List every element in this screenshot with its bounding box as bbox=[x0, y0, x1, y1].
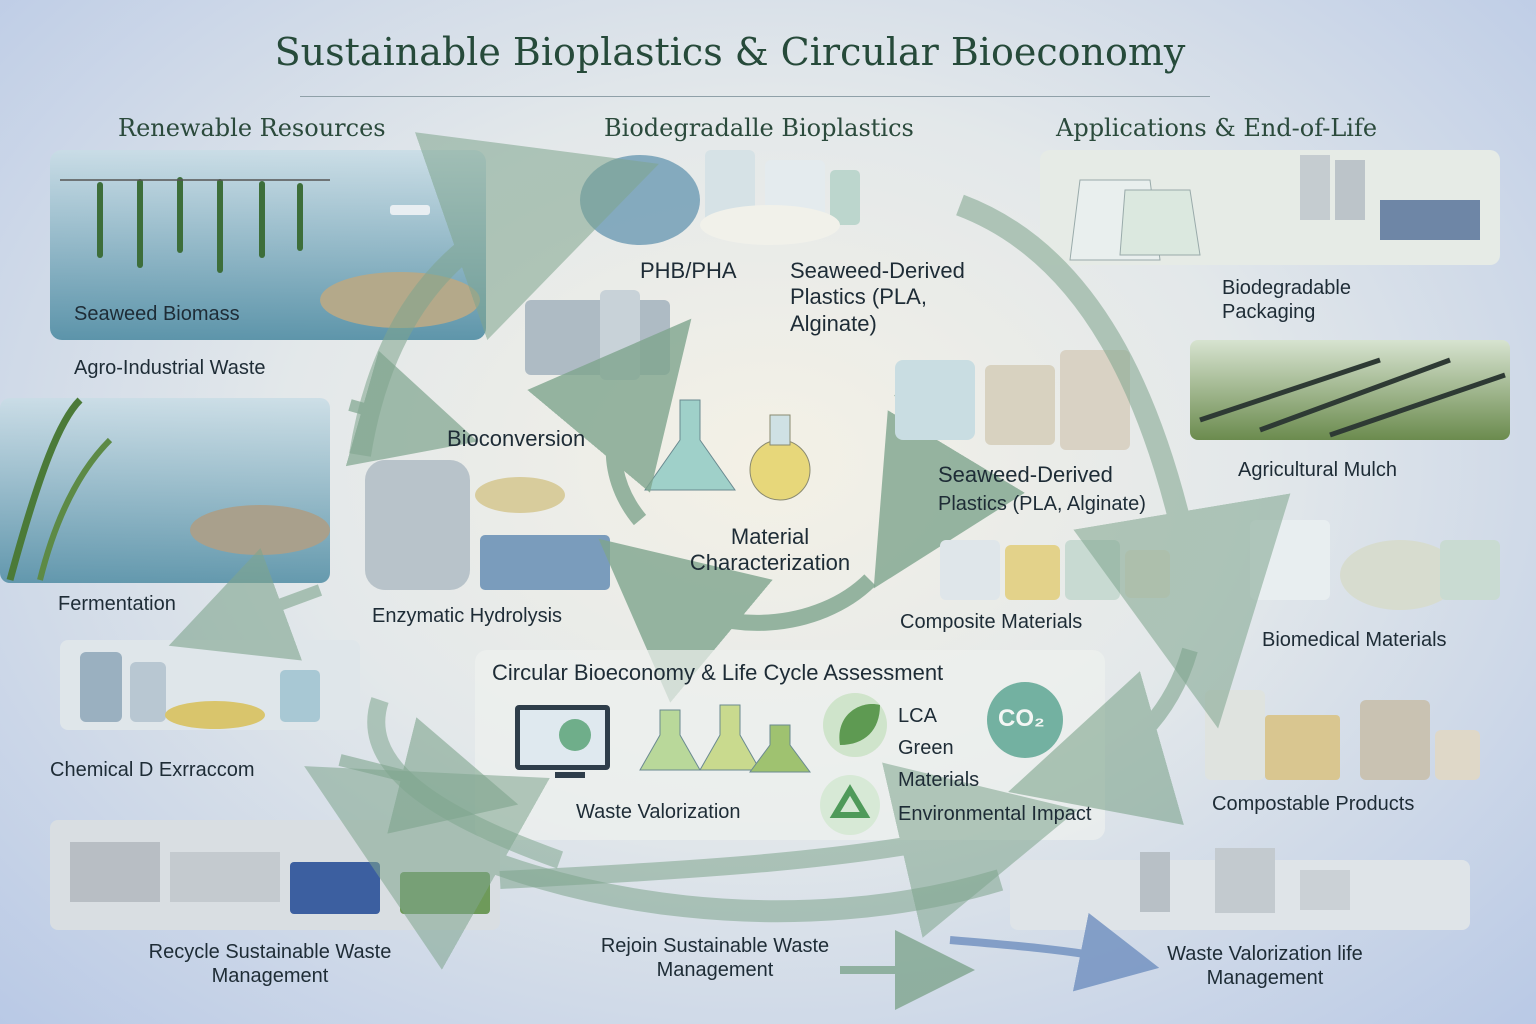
label-environmental-impact: Environmental Impact bbox=[898, 803, 1092, 825]
fermentation-lab-scene bbox=[60, 640, 360, 730]
label-seaweed-derived-plastics-top: Seaweed-Derived Plastics (PLA, Alginate) bbox=[790, 258, 965, 336]
label-recycle-waste-management: Recycle Sustainable Waste Management bbox=[148, 941, 392, 987]
composite-materials-scene bbox=[940, 540, 1170, 600]
co2-label: CO₂ bbox=[998, 705, 1045, 732]
packaging-bags-scene bbox=[1040, 150, 1500, 265]
label-enzymatic-hydrolysis: Enzymatic Hydrolysis bbox=[372, 605, 563, 627]
label-material-characterization: Material Characterization bbox=[689, 524, 851, 576]
label-biomedical-materials: Biomedical Materials bbox=[1262, 629, 1447, 651]
title-divider bbox=[300, 96, 1210, 97]
mulch-field-scene bbox=[1190, 340, 1510, 440]
label-compostable-products: Compostable Products bbox=[1212, 793, 1415, 815]
leaf-icon bbox=[823, 693, 887, 757]
label-seaweed-derived-mid: Seaweed-Derived bbox=[938, 462, 1113, 487]
label-waste-valorization-life-management: Waste Valorization life Management bbox=[1167, 943, 1363, 989]
lca-flasks-scene bbox=[639, 704, 811, 773]
header-applications: Applications & End-of-Life bbox=[1056, 114, 1378, 142]
label-bioconversion: Bioconversion bbox=[447, 426, 586, 451]
label-chemical-extraction: Chemical D Exrraccom bbox=[50, 759, 255, 781]
lab-equipment-scene bbox=[525, 290, 670, 380]
label-green: Green bbox=[898, 737, 954, 759]
label-materials: Materials bbox=[898, 769, 980, 791]
lca-panel-title: Circular Bioeconomy & Life Cycle Assessm… bbox=[492, 660, 944, 685]
reactor-scene bbox=[365, 460, 610, 590]
compostable-products-scene bbox=[1205, 690, 1480, 780]
label-rejoin-waste-management: Rejoin Sustainable Waste Management bbox=[600, 935, 830, 981]
page-title: Sustainable Bioplastics & Circular Bioec… bbox=[274, 30, 1186, 74]
label-seaweed-derived-mid-2: Plastics (PLA, Alginate) bbox=[938, 493, 1146, 515]
bioplastics-products-scene bbox=[580, 150, 860, 245]
packaging-containers-scene bbox=[895, 350, 1130, 450]
recycle-icon bbox=[820, 775, 880, 835]
monitor-icon bbox=[515, 705, 610, 778]
label-agro-industrial-waste: Agro-Industrial Waste bbox=[74, 357, 266, 379]
biomedical-scene bbox=[1250, 520, 1500, 610]
flask-icon bbox=[644, 399, 811, 501]
label-biodegradable-packaging: Biodegradable Packaging bbox=[1222, 277, 1351, 323]
waste-valorization-plant-scene bbox=[1010, 848, 1470, 930]
label-seaweed-biomass: Seaweed Biomass bbox=[74, 303, 240, 325]
agro-waste-scene bbox=[0, 397, 330, 583]
header-renewable-resources: Renewable Resources bbox=[118, 114, 386, 142]
label-agricultural-mulch: Agricultural Mulch bbox=[1238, 459, 1397, 481]
label-lca: LCA bbox=[898, 705, 937, 727]
label-composite-materials: Composite Materials bbox=[900, 611, 1083, 633]
label-waste-valorization-center: Waste Valorization bbox=[576, 801, 741, 823]
label-fermentation: Fermentation bbox=[58, 593, 176, 615]
label-phb-pha: PHB/PHA bbox=[640, 258, 737, 283]
